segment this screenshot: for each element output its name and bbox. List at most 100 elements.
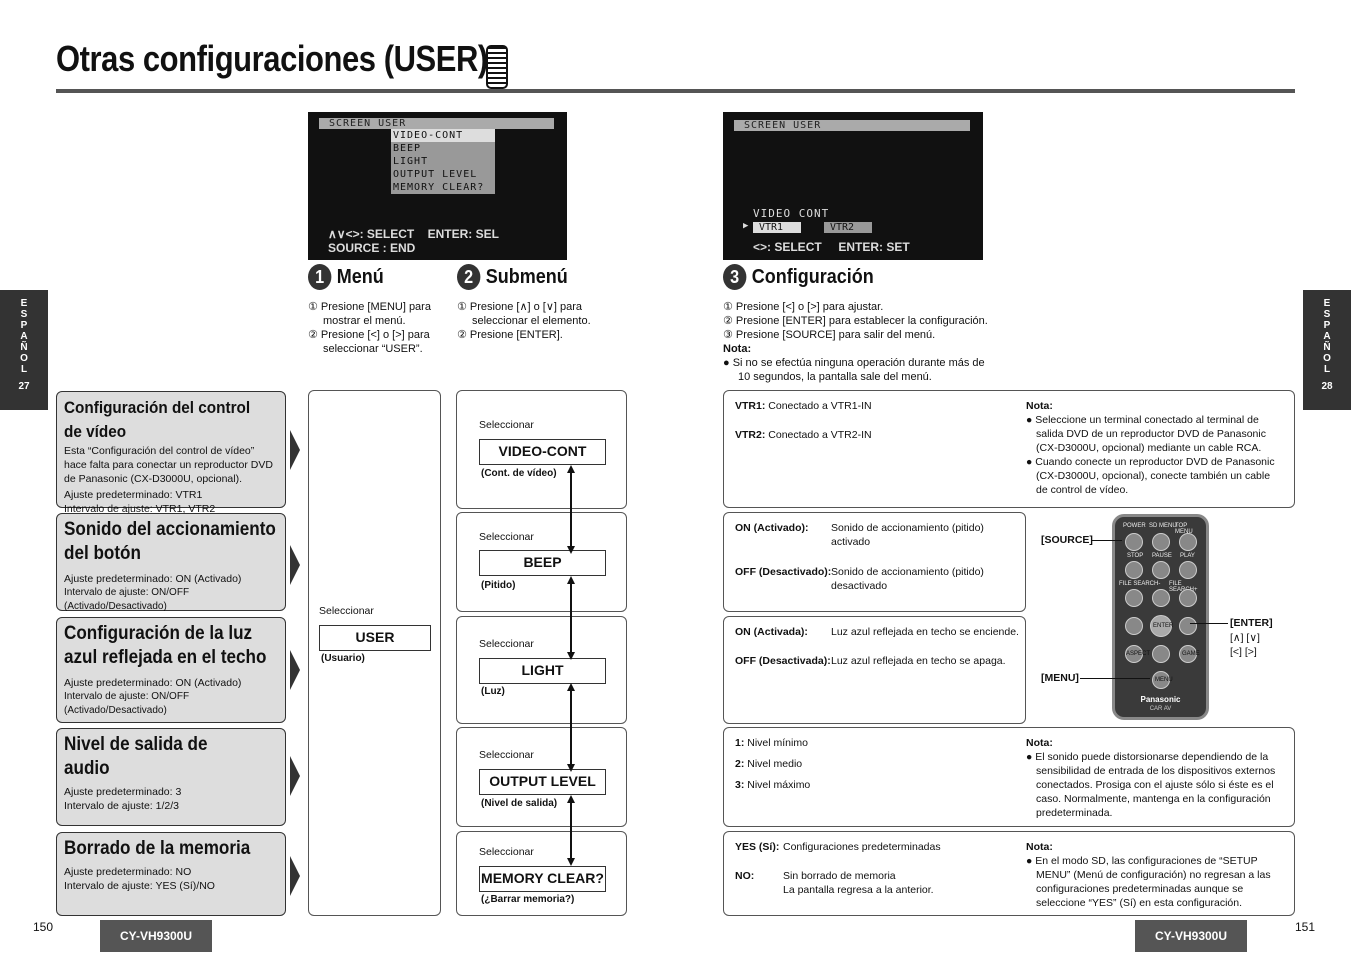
- config-value: Sonido de accionamiento (pitido) activad…: [831, 522, 984, 548]
- submenu-item-sub: (¿Barrar memoria?): [481, 894, 575, 905]
- nav-line: [570, 583, 572, 655]
- tab-letter: L: [1323, 364, 1331, 375]
- arrow-down-icon: [567, 764, 575, 772]
- submenu-item-light[interactable]: LIGHT: [479, 658, 606, 684]
- config-value: Luz azul reflejada en techo se apaga.: [831, 655, 1006, 667]
- tab-letter: L: [20, 364, 28, 375]
- remote-label: TOP MENU: [1175, 523, 1193, 535]
- left-button[interactable]: [1125, 617, 1143, 635]
- screen-menu-item: VIDEO-CONT: [391, 129, 495, 142]
- step-heading-config: 3 Configuración: [723, 264, 874, 290]
- enter-callout: [ENTER]: [1230, 617, 1273, 629]
- source-callout: [SOURCE]: [1041, 534, 1093, 546]
- submenu-item-sub: (Luz): [481, 686, 505, 697]
- submenu-item-memory-clear[interactable]: MEMORY CLEAR?: [479, 866, 606, 892]
- config-key: OFF (Desactivada):: [735, 655, 831, 667]
- config-value: La pantalla regresa a la anterior.: [783, 884, 934, 896]
- tab-page-number: 27: [18, 381, 30, 392]
- screen-option-selected: VTR1: [753, 222, 801, 233]
- menu-item-user[interactable]: USER: [319, 625, 431, 651]
- arrow-down-icon: [567, 652, 575, 660]
- file-search-minus-button[interactable]: [1125, 589, 1143, 607]
- submenu-item-sub: (Nivel de salida): [481, 798, 558, 809]
- config-key: ON (Activada):: [735, 626, 808, 638]
- tab-letter: S: [20, 309, 28, 320]
- submenu-item-output-level[interactable]: OUTPUT LEVEL: [479, 769, 606, 795]
- remote-label: ENTER: [1153, 623, 1174, 629]
- step-instructions-config: ① Presione [<] o [>] para ajustar. ② Pre…: [723, 300, 998, 384]
- enter-keys: [∧] [∨]: [1230, 632, 1260, 644]
- config-value: Nivel mínimo: [747, 737, 808, 749]
- sd-menu-button[interactable]: [1152, 533, 1170, 551]
- tab-letter: A: [20, 331, 28, 342]
- menu-column: Seleccionar USER (Usuario): [308, 390, 441, 916]
- submenu-item-beep[interactable]: BEEP: [479, 550, 606, 576]
- play-button[interactable]: [1179, 561, 1197, 579]
- instruction-line: ① Presione [∧] o [∨] para seleccionar el…: [457, 301, 591, 327]
- config-value: Sin borrado de memoria: [783, 870, 896, 882]
- tab-letter: E: [1323, 298, 1331, 309]
- config-key: ON (Activado):: [735, 522, 809, 534]
- config-value: Conectado a VTR2-IN: [768, 429, 872, 441]
- arrow-up-icon: [567, 683, 575, 691]
- top-menu-button[interactable]: [1179, 533, 1197, 551]
- arrow-up-icon: [567, 465, 575, 473]
- up-button[interactable]: [1152, 589, 1170, 607]
- instruction-line: ② Presione [<] o [>] para seleccionar “U…: [308, 329, 430, 355]
- feature-title: Configuración del control de vídeo: [64, 398, 251, 441]
- arrow-right-icon: [290, 856, 300, 896]
- screen-bar: SCREEN USER: [319, 118, 554, 129]
- config-value: Luz azul reflejada en techo se enciende.: [831, 626, 1019, 638]
- remote-label: PAUSE: [1152, 553, 1172, 559]
- down-button[interactable]: [1152, 645, 1170, 663]
- config-key: YES (Sí):: [735, 841, 780, 853]
- feature-light: Configuración de la luz azul reflejada e…: [56, 617, 286, 723]
- model-badge-left: CY-VH9300U: [100, 920, 212, 952]
- remote-sub: CAR AV: [1149, 706, 1172, 712]
- step-instructions-submenu: ① Presione [∧] o [∨] para seleccionar el…: [457, 300, 607, 342]
- menu-button[interactable]: MENU: [1152, 671, 1173, 689]
- pause-button[interactable]: [1152, 561, 1170, 579]
- page-title: Otras configuraciones (USER): [56, 38, 488, 79]
- enter-button[interactable]: ENTER: [1150, 615, 1174, 637]
- note-text: ● Si no se efectúa ninguna operación dur…: [723, 357, 985, 383]
- arrow-down-icon: [567, 546, 575, 554]
- feature-default: Ajuste predeterminado: 3: [64, 786, 182, 798]
- selection-pointer-icon: ▶: [743, 221, 749, 231]
- step-instructions-menu: ① Presione [MENU] para mostrar el menú. …: [308, 300, 443, 356]
- stop-button[interactable]: [1125, 561, 1143, 579]
- step-heading-menu: 1 Menú: [308, 264, 384, 290]
- right-button[interactable]: [1179, 617, 1197, 635]
- feature-title: Configuración de la luz azul reflejada e…: [64, 623, 267, 668]
- feature-range: Intervalo de ajuste: YES (Sí)/NO: [64, 880, 215, 892]
- select-label: Seleccionar: [479, 846, 534, 858]
- step-title: Configuración: [751, 265, 874, 288]
- game-button[interactable]: GAME: [1179, 645, 1200, 663]
- feature-default: Ajuste predeterminado: ON (Activado): [64, 573, 242, 585]
- feature-memory-clear: Borrado de la memoria Ajuste predetermin…: [56, 832, 286, 916]
- page-number-right: 151: [1295, 920, 1316, 934]
- feature-title: Borrado de la memoria: [64, 838, 251, 859]
- submenu-box-output: Seleccionar OUTPUT LEVEL (Nivel de salid…: [456, 727, 627, 827]
- source-button[interactable]: [1125, 533, 1143, 551]
- submenu-box-video: Seleccionar VIDEO-CONT (Cont. de vídeo): [456, 390, 627, 509]
- screen-menu-item: OUTPUT LEVEL: [393, 169, 478, 180]
- file-search-plus-button[interactable]: [1179, 589, 1197, 607]
- note-text: ● En el modo SD, las configuraciones de …: [1026, 855, 1271, 909]
- aspect-button[interactable]: ASPECT: [1125, 645, 1150, 663]
- page-number-left: 150: [33, 920, 54, 934]
- title-rule: [56, 89, 1295, 93]
- config-value: Conectado a VTR1-IN: [768, 400, 872, 412]
- remote-label: POWER: [1123, 523, 1146, 529]
- submenu-box-beep: Seleccionar BEEP (Pitido): [456, 512, 627, 612]
- remote-label: ASPECT: [1126, 651, 1151, 657]
- feature-beep: Sonido del accionamiento del botón Ajust…: [56, 513, 286, 612]
- feature-video-control: Configuración del control de vídeo Esta …: [56, 391, 286, 515]
- note-heading: Nota:: [1026, 737, 1053, 749]
- config-key: OFF (Desactivado):: [735, 566, 832, 578]
- submenu-item-video-cont[interactable]: VIDEO-CONT: [479, 439, 606, 465]
- nav-line: [570, 690, 572, 766]
- instruction-line: ③ Presione [SOURCE] para salir del menú.: [723, 329, 936, 341]
- feature-description: Esta “Configuración del control de vídeo…: [64, 445, 273, 485]
- menu-item-sub: (Usuario): [321, 653, 365, 664]
